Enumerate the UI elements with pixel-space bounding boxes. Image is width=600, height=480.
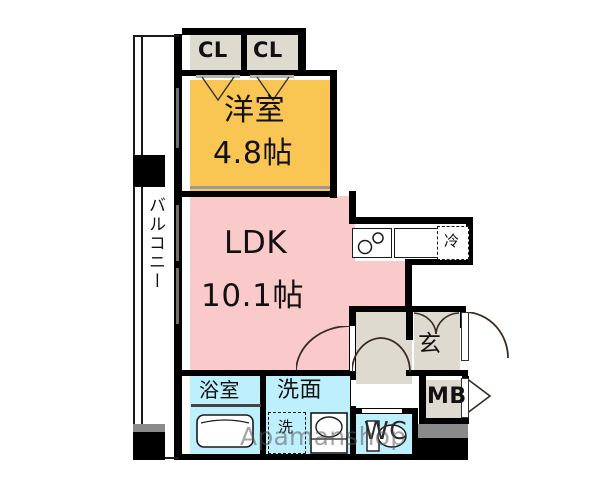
structure-shadow-bottom-right	[412, 424, 468, 438]
room-entrance	[414, 312, 460, 372]
structure-column-upper	[133, 155, 165, 187]
door-entrance-inner-swing	[413, 312, 460, 335]
wall-closet-bottom	[182, 70, 306, 76]
door-meter-box-swing	[466, 378, 492, 415]
door-wc-opening	[362, 409, 402, 413]
wall-bedroom-bottom	[182, 191, 337, 197]
door-washroom-opening	[351, 380, 356, 406]
structure-column-lower	[133, 430, 165, 460]
room-balcony	[133, 35, 178, 460]
wall-closet-divider	[241, 34, 247, 70]
door-entrance-leaf	[461, 312, 469, 361]
closet-left-door-arrow	[201, 76, 235, 102]
door-ldk-leaf	[350, 326, 355, 371]
wall-entrance-bottom	[406, 370, 468, 376]
room-hall	[352, 312, 412, 372]
closet-right-door-arrow	[256, 76, 290, 102]
wall-mb-left	[419, 376, 426, 424]
balcony-label: バルコニー	[145, 196, 165, 292]
room-closet-left	[190, 34, 242, 74]
room-bedroom	[190, 80, 336, 192]
fixture-stove	[352, 228, 392, 258]
wall-kitchen-ext-right	[405, 259, 412, 312]
window-ldk-lower	[176, 268, 179, 324]
door-meter-box-leaf	[461, 378, 469, 418]
ldk-name-label: LDK	[224, 225, 288, 261]
room-meter-box	[425, 380, 467, 420]
room-hall-lower	[352, 372, 412, 384]
closet-left-label: CL	[198, 38, 228, 62]
wall-wc-right	[412, 408, 418, 460]
balcony-rail-outer	[133, 35, 135, 459]
fixture-bathtub	[196, 414, 254, 448]
window-ldk-upper	[176, 205, 179, 261]
meter-box-label: MB	[427, 384, 467, 409]
wall-bath-bottom	[182, 454, 468, 460]
wall-bedroom-top-right	[306, 70, 336, 76]
room-ldk-kitchen-extension	[355, 260, 409, 310]
bedroom-area-label: 4.8帖	[213, 136, 294, 171]
washroom-label: 洗面	[277, 378, 322, 403]
entrance-label: 玄	[418, 331, 442, 357]
washer-label: 洗	[278, 418, 294, 436]
structure-shadow-lower	[133, 424, 165, 432]
room-ldk	[190, 196, 355, 371]
toilet-label: WC	[364, 416, 408, 445]
balcony-rail-top	[133, 35, 179, 37]
wall-bath-right	[260, 376, 266, 460]
fixture-vanity	[310, 412, 348, 454]
wall-entrance-left	[406, 306, 413, 340]
balcony-rail-inner	[141, 35, 143, 459]
bedroom-name-label: 洋室	[224, 93, 286, 128]
wall-kitchen-right	[466, 217, 473, 265]
refrigerator-label: 冷	[444, 232, 460, 250]
closet-right-door-line	[250, 75, 294, 78]
fixture-washer	[268, 412, 306, 454]
wall-washroom-right	[350, 376, 356, 460]
door-ldk-swing	[296, 326, 350, 371]
bath-label: 浴室	[199, 378, 240, 402]
closet-left-door-line	[196, 75, 240, 78]
fixture-refrigerator	[437, 226, 469, 260]
wall-kitchen-bottom	[408, 259, 473, 265]
wall-kitchen-top	[349, 217, 473, 224]
wall-ldk-right-upper	[349, 191, 356, 221]
door-entrance-front-swing	[466, 312, 509, 359]
wall-mb-bottom	[419, 418, 469, 424]
wall-ldk-bottom	[182, 370, 356, 376]
window-bedroom	[176, 88, 179, 148]
ldk-area-label: 10.1帖	[201, 278, 305, 314]
closet-right-label: CL	[253, 38, 283, 62]
wall-closet-right-end	[298, 28, 306, 74]
fixture-sink	[394, 228, 440, 258]
room-closet-right	[246, 34, 298, 74]
wall-entrance-top	[406, 306, 466, 312]
door-hall-double-swing	[352, 337, 411, 373]
fixture-toilet-bowl	[366, 420, 408, 452]
wall-hall-top	[349, 306, 412, 312]
window-bedroom-bottom-sill	[190, 186, 330, 189]
door-bath-line	[191, 404, 261, 407]
wall-bedroom-right	[330, 70, 337, 198]
wall-top	[182, 28, 306, 35]
